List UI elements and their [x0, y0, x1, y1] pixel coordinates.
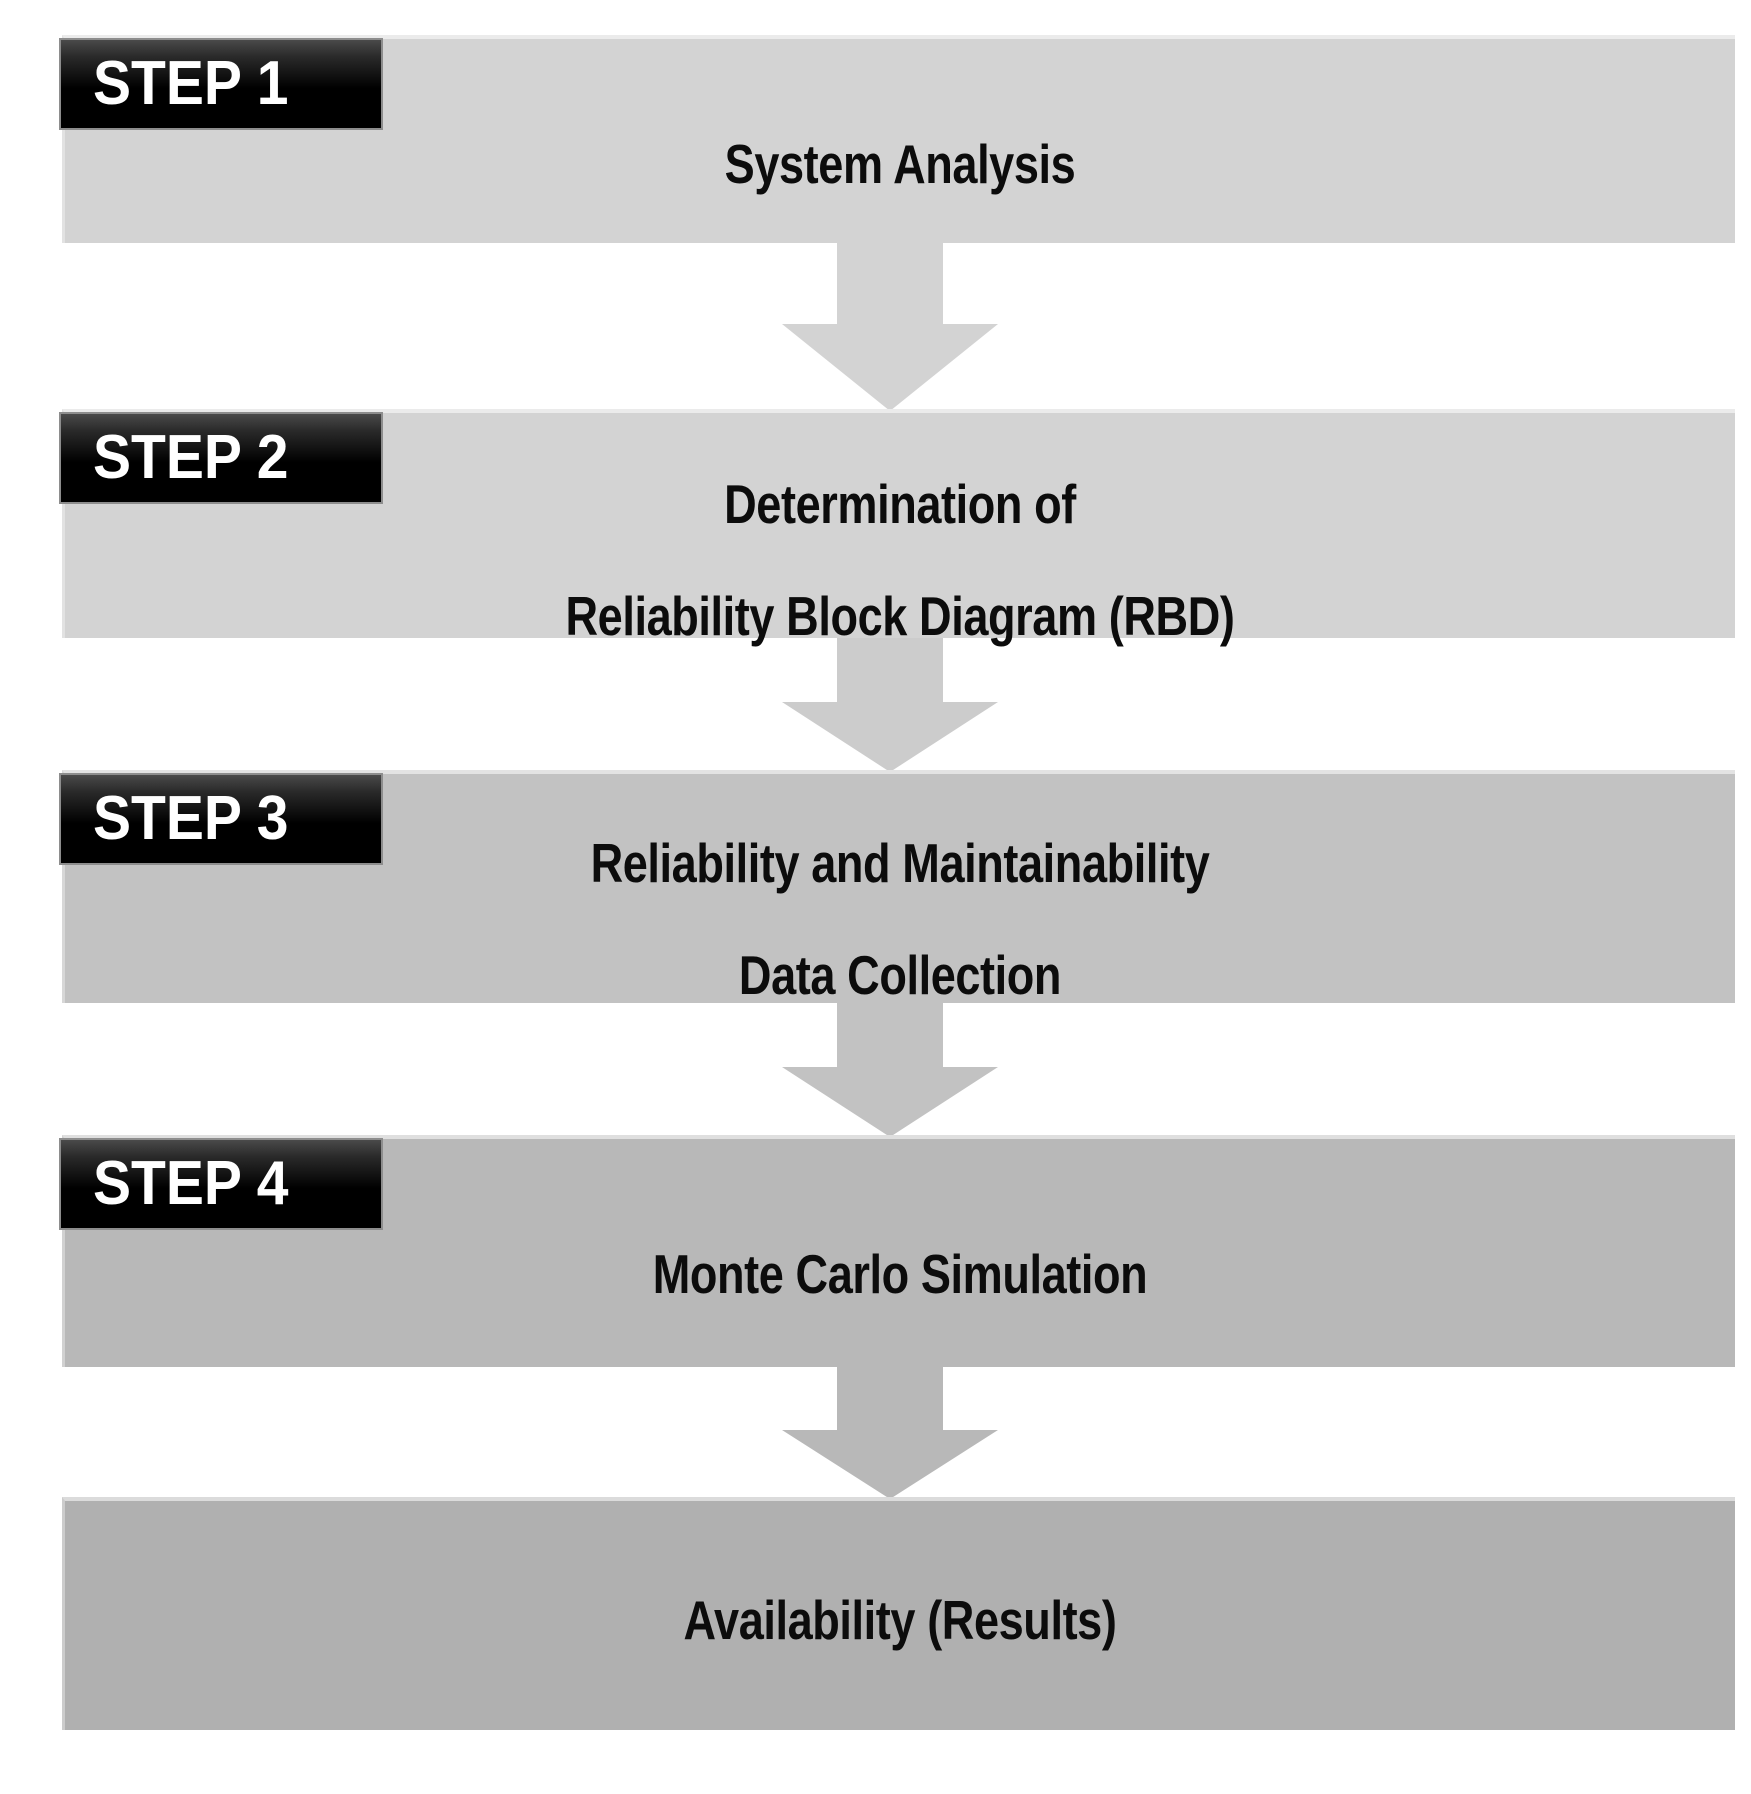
arrow-step1-to-step2	[782, 243, 998, 411]
step-label-line: Reliability and Maintainability	[590, 832, 1210, 894]
step-badge-3: STEP 3	[59, 773, 383, 865]
step-label-line: System Analysis	[724, 133, 1076, 195]
step-label-line: Determination of	[724, 473, 1076, 535]
step-label-line: Availability (Results)	[683, 1589, 1117, 1651]
step-badge-label: STEP 1	[93, 49, 289, 118]
results-box: Availability (Results)	[62, 1497, 1735, 1730]
step-badge-2: STEP 2	[59, 412, 383, 504]
step-label-line: Data Collection	[738, 944, 1062, 1006]
arrow-step4-to-results	[782, 1367, 998, 1499]
step-badge-1: STEP 1	[59, 38, 383, 130]
step-badge-label: STEP 2	[93, 423, 289, 492]
step-label-line: Reliability Block Diagram (RBD)	[565, 585, 1235, 647]
step-badge-label: STEP 3	[93, 784, 289, 853]
arrow-step3-to-step4	[782, 1003, 998, 1137]
step-badge-4: STEP 4	[59, 1138, 383, 1230]
arrow-step2-to-step3	[782, 638, 998, 772]
step-label-line: Monte Carlo Simulation	[652, 1243, 1148, 1305]
step-badge-label: STEP 4	[93, 1149, 289, 1218]
step-box-2: Determination of Reliability Block Diagra…	[62, 409, 1735, 644]
